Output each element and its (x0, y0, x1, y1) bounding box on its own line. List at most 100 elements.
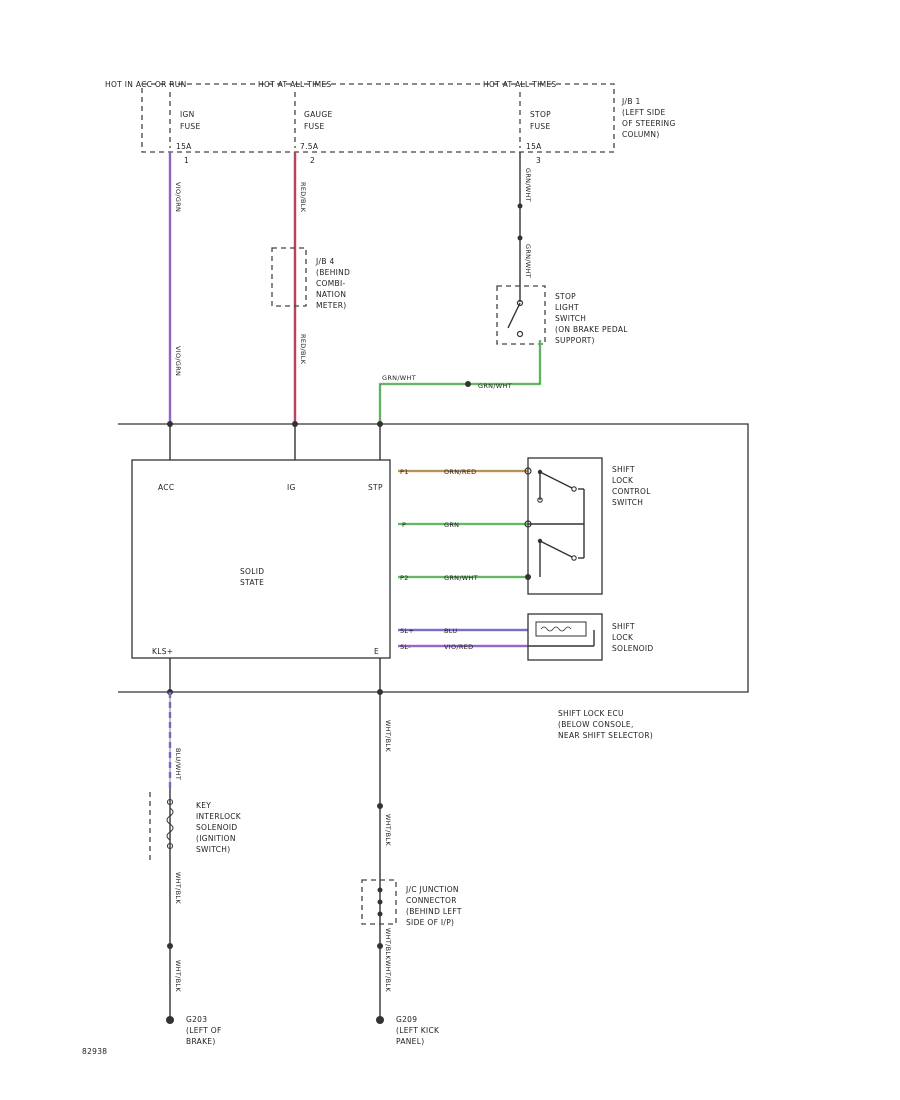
key-interlock-label-2: INTERLOCK (196, 812, 242, 821)
jb4-outline (271, 247, 307, 307)
ground-g203-label-1: G203 (186, 1015, 207, 1024)
pin-sl-minus-label: SL- (400, 643, 411, 651)
stop-switch-label-4: (ON BRAKE PEDAL (555, 325, 628, 334)
control-switch-node-3 (525, 574, 531, 580)
wire-acc-label-top: VIO/GRN (174, 182, 182, 212)
solenoid-box (527, 613, 603, 661)
ecu-body-label-1: SOLID (240, 567, 264, 576)
ground-g209-label-2: (LEFT KICK (396, 1026, 440, 1035)
jb4-label-2: (BEHIND (316, 268, 350, 277)
wire-stp-label-top: GRN/WHT (524, 168, 532, 202)
wire-kls-label-1: BLU/WHT (174, 748, 182, 780)
jb4-label-5: METER) (316, 301, 346, 310)
wire-stp-splice-1 (517, 203, 523, 209)
ecu-area: ACC IG STP SOLID STATE P1 ORN/RED P GRN … (118, 421, 749, 740)
pin-ig-label: IG (287, 483, 296, 492)
wire-e: WHT/BLK WHT/BLK J/C JUNCTION CONNECTOR (… (361, 692, 462, 1046)
hot-label-3: HOT AT ALL TIMES (483, 80, 556, 89)
wire-kls-splice (167, 943, 173, 949)
jb4-label-4: NATION (316, 290, 346, 299)
junction-label-1: J/C JUNCTION (405, 885, 459, 894)
control-switch-label-1: SHIFT (612, 465, 635, 474)
wire-stp-splice-2 (517, 235, 523, 241)
wire-kls-label-2: WHT/BLK (174, 872, 182, 904)
jb4-label-1: J/B 4 (315, 257, 335, 266)
ecu-location-3: NEAR SHIFT SELECTOR) (558, 731, 653, 740)
cs-contact-1c (537, 497, 543, 503)
junction-label-3: (BEHIND LEFT (406, 907, 462, 916)
pin-acc-label: ACC (158, 483, 174, 492)
wire-sl-plus-label: BLU (444, 627, 457, 635)
pin-sl-plus-label: SL+ (400, 627, 414, 635)
wire-acc: VIO/GRN VIO/GRN (168, 152, 182, 422)
junction-pin-3 (377, 911, 383, 917)
pin-stp-label: STP (368, 483, 383, 492)
key-interlock-coil (166, 807, 174, 841)
wire-e-label-4: WHT/BLK (384, 960, 392, 992)
jb1-location-2: (LEFT SIDE (622, 108, 665, 117)
solenoid-coil (535, 621, 587, 637)
fuse-box: HOT IN ACC OR RUN HOT AT ALL TIMES HOT A… (105, 80, 675, 165)
control-switch-label-2: LOCK (612, 476, 634, 485)
jb4-label-3: COMBI- (316, 279, 345, 288)
jb1-location-4: COLUMN) (622, 130, 660, 139)
wire-kls-label-3: WHT/BLK (174, 960, 182, 992)
control-switch-node-1 (524, 467, 532, 475)
fuse-3-rating: 15A (526, 142, 542, 151)
solenoid-label-3: SOLENOID (612, 644, 653, 653)
key-interlock-label-3: SOLENOID (196, 823, 237, 832)
wire-p1-label: ORN/RED (444, 468, 476, 476)
fuse-3-name: STOP (530, 110, 551, 119)
stop-switch-label-3: SWITCH (555, 314, 586, 323)
cs-blade-1 (539, 471, 573, 489)
control-switch-label-3: CONTROL (612, 487, 651, 496)
wire-ig-label-top: RED/BLK (299, 182, 307, 213)
wire-stp: GRN/WHT GRN/WHT STOP LIGHT SWITCH (ON BR… (378, 152, 628, 422)
fuse-3-sub: FUSE (530, 122, 551, 131)
key-interlock-node-2 (166, 842, 174, 850)
wire-e-label-1: WHT/BLK (384, 720, 392, 752)
hot-label-1: HOT IN ACC OR RUN (105, 80, 186, 89)
wire-e-splice-1 (377, 803, 383, 809)
key-interlock-label-4: (IGNITION (196, 834, 236, 843)
cs-contact-2b (571, 555, 577, 561)
ecu-body-label-2: STATE (240, 578, 264, 587)
junction-label-4: SIDE OF I/P) (406, 918, 454, 927)
ground-g209-label-3: PANEL) (396, 1037, 424, 1046)
fuse-3-pin: 3 (536, 156, 541, 165)
solenoid-label-2: LOCK (612, 633, 634, 642)
wire-p2-label: GRN/WHT (444, 574, 478, 582)
junction-pin-1 (377, 887, 383, 893)
stop-switch-label-1: STOP (555, 292, 576, 301)
wire-stp-splice-3 (465, 381, 471, 387)
cs-contact-1b (571, 486, 577, 492)
pin-p2-label: P2 (400, 574, 409, 582)
fuse-2-sub: FUSE (304, 122, 325, 131)
fuse-1-pin: 1 (184, 156, 189, 165)
wire-stp-label-low: GRN/WHT (382, 374, 416, 382)
fuse-2-name: GAUGE (304, 110, 332, 119)
ecu-location-1: SHIFT LOCK ECU (558, 709, 624, 718)
wire-sl-minus-label: VIO/RED (444, 643, 473, 651)
pin-p-label: P (402, 521, 406, 529)
solenoid-winding (540, 626, 572, 632)
ecu-area-outline (118, 423, 749, 693)
ground-g203-icon (166, 1016, 174, 1024)
control-switch-label-4: SWITCH (612, 498, 643, 507)
junction-pin-2 (377, 899, 383, 905)
pin-e-label: E (374, 647, 379, 656)
fuse-1-name: IGN (180, 110, 195, 119)
wire-e-label-2: WHT/BLK (384, 814, 392, 846)
fuse-2-pin: 2 (310, 156, 315, 165)
solenoid-label-1: SHIFT (612, 622, 635, 631)
ground-g209-icon (376, 1016, 384, 1024)
ground-g203-label-2: (LEFT OF (186, 1026, 222, 1035)
stop-switch-outline (496, 285, 546, 345)
cs-blade-2 (539, 540, 573, 558)
fuse-1-rating: 15A (176, 142, 192, 151)
wire-stp-label-mid: GRN/WHT (524, 244, 532, 278)
wire-e-splice-2 (377, 943, 383, 949)
fuse-1-sub: FUSE (180, 122, 201, 131)
pin-kls-label: KLS+ (152, 647, 173, 656)
